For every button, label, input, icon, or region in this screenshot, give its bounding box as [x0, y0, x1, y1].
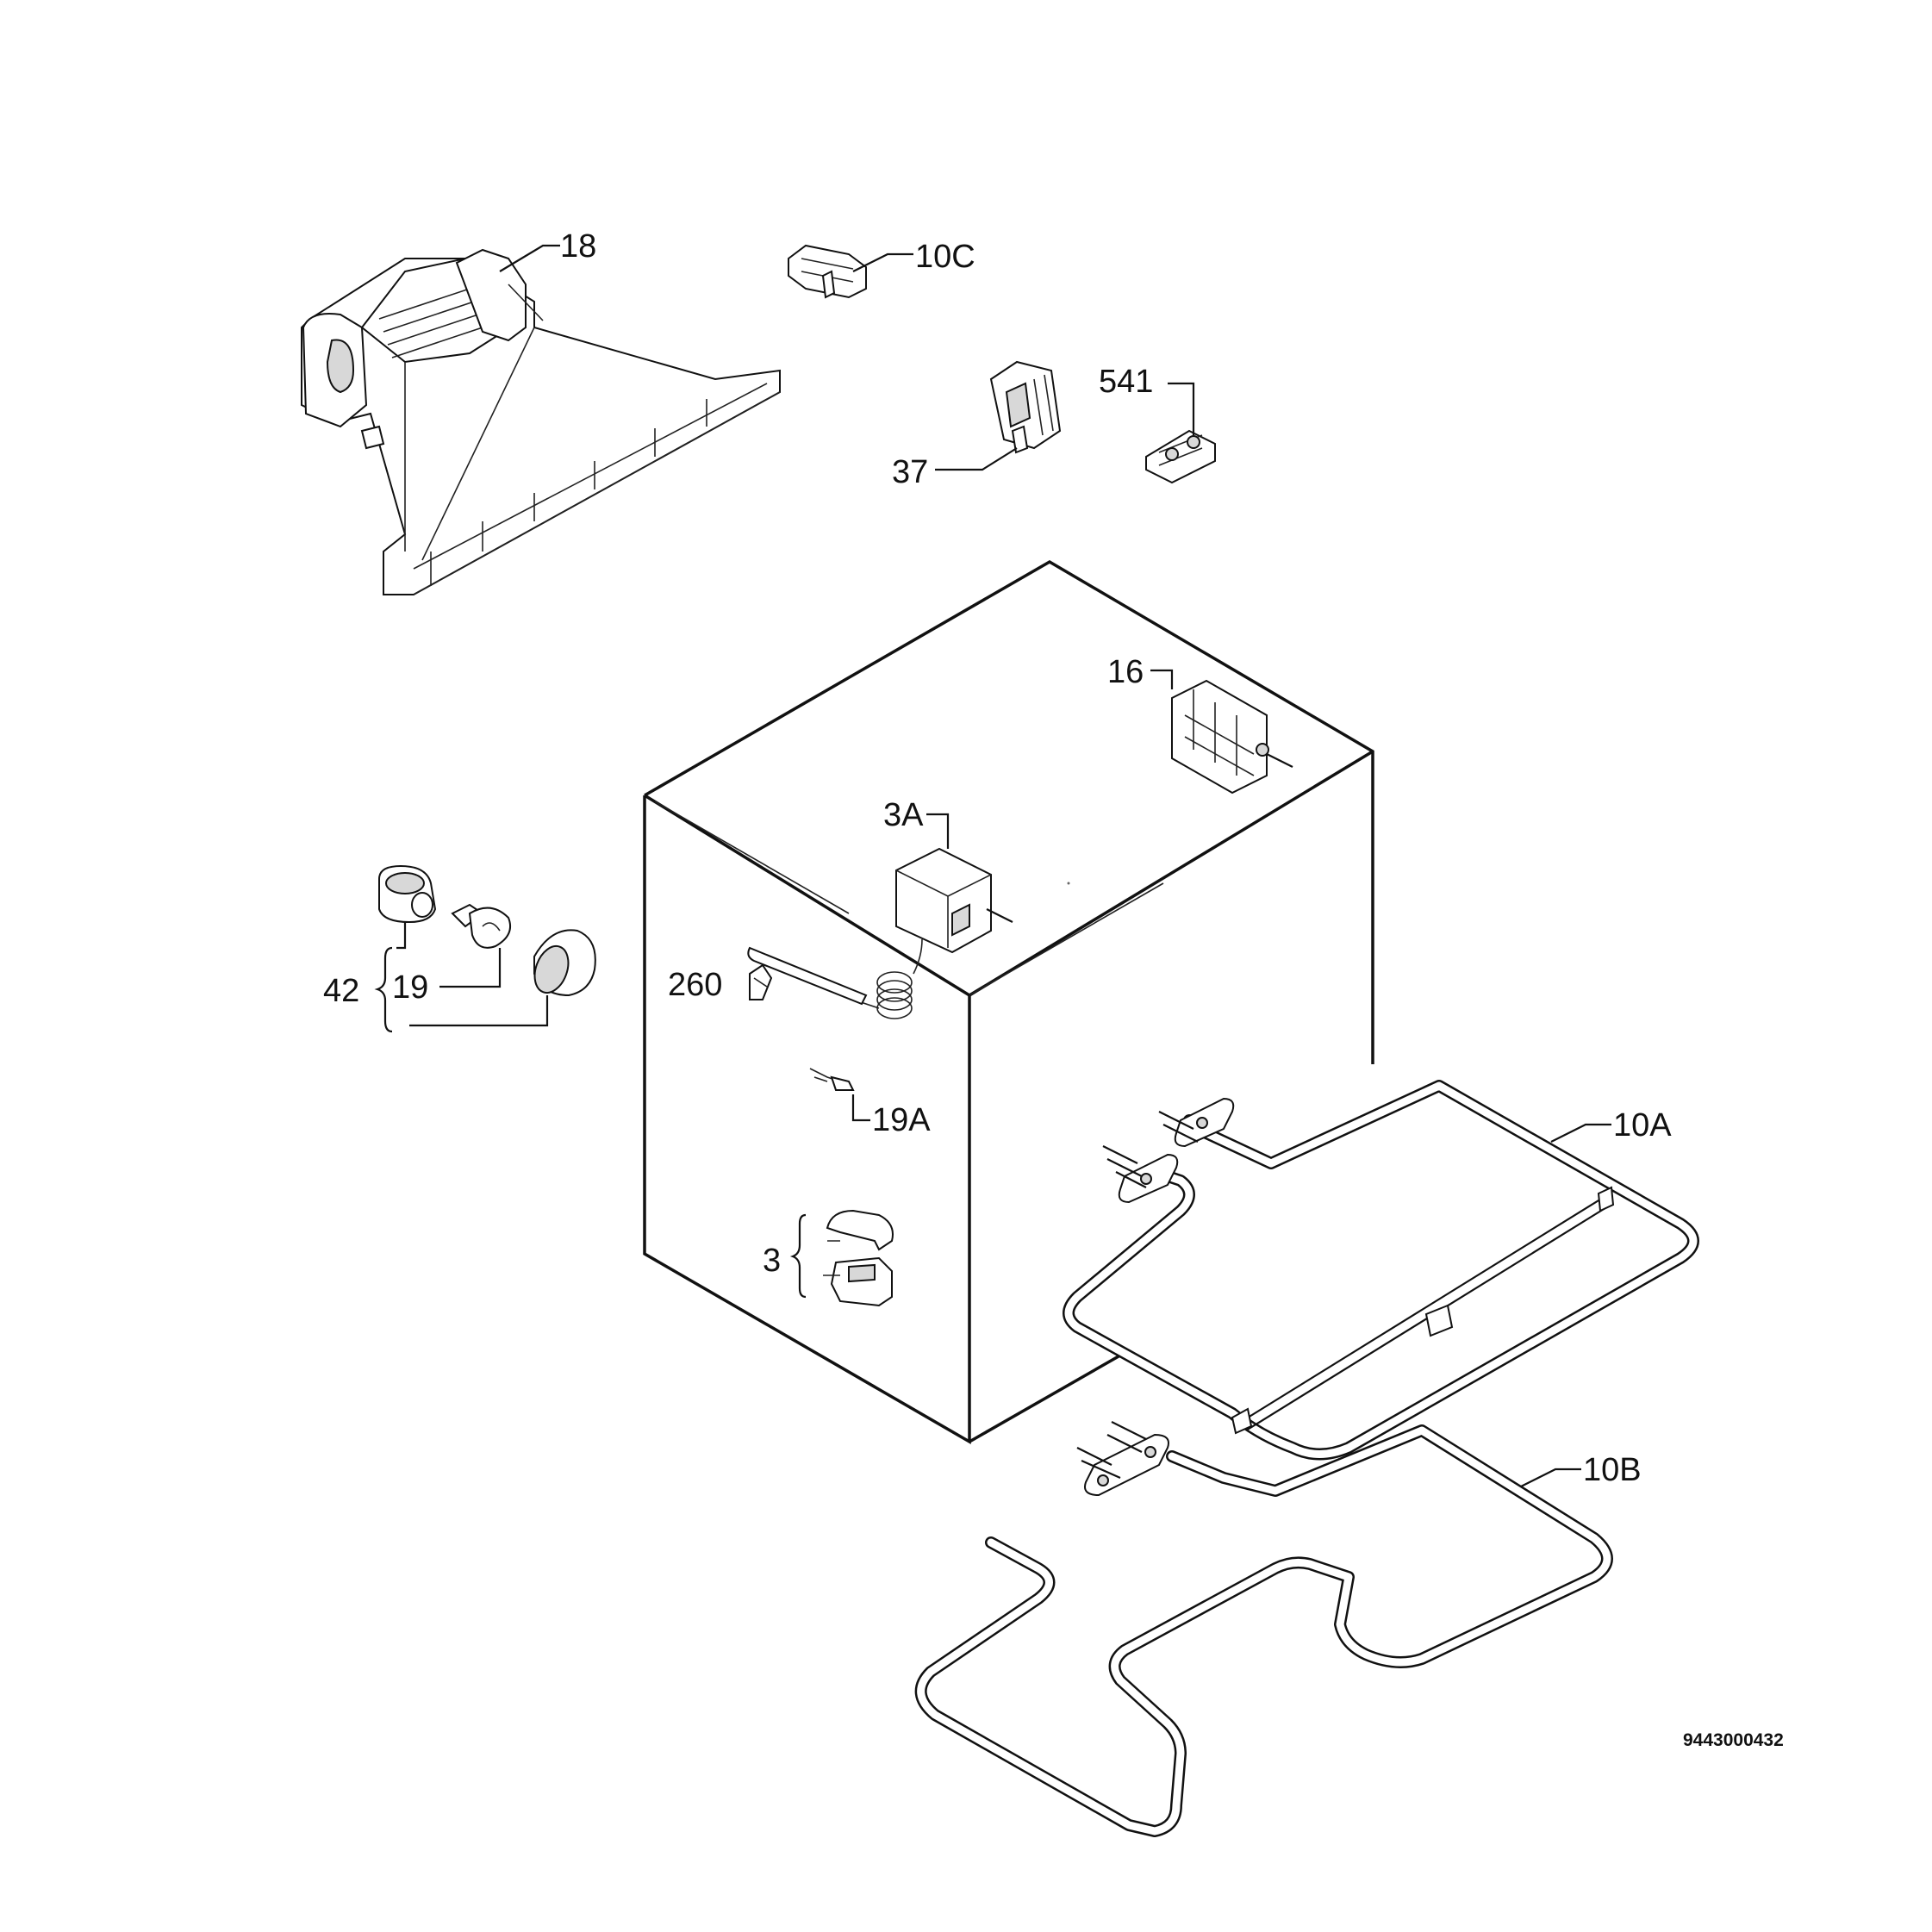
- part-19a-sensor[interactable]: 19A: [809, 1068, 931, 1138]
- part-10c-bracket[interactable]: 10C: [788, 239, 975, 299]
- label-3: 3: [763, 1243, 781, 1279]
- box-mark: [1067, 882, 1070, 885]
- part-42-oven-lamp-assembly[interactable]: 19 42: [323, 864, 596, 1033]
- label-18: 18: [560, 228, 596, 265]
- label-10a: 10A: [1613, 1107, 1672, 1144]
- document-number: 9443000432: [1683, 1730, 1784, 1750]
- label-19a: 19A: [872, 1102, 931, 1138]
- oven-cavity-box: [643, 559, 1374, 1445]
- label-260: 260: [668, 967, 722, 1003]
- part-10b-lower-heating-element[interactable]: 10B: [914, 1421, 1642, 1837]
- part-260-clip[interactable]: 260: [668, 963, 773, 1003]
- part-3a-thermostat[interactable]: 3A: [747, 797, 1013, 1019]
- part-541-terminal-block[interactable]: 541: [1099, 364, 1216, 484]
- label-19: 19: [392, 969, 428, 1006]
- part-3-thermal-cutout[interactable]: 3: [763, 1209, 894, 1307]
- label-42: 42: [323, 973, 359, 1009]
- part-10a-upper-heating-element[interactable]: 10A: [1063, 1080, 1699, 1461]
- label-37: 37: [892, 454, 928, 490]
- part-37-switch[interactable]: 37: [892, 360, 1062, 490]
- label-16: 16: [1107, 654, 1144, 690]
- label-10b: 10B: [1583, 1452, 1642, 1488]
- label-541: 541: [1099, 364, 1153, 400]
- label-3a: 3A: [883, 797, 924, 833]
- part-16-selector-switch[interactable]: 16: [1107, 654, 1293, 795]
- label-10c: 10C: [915, 239, 975, 275]
- part-18-cooling-fan-duct[interactable]: 18: [301, 228, 781, 595]
